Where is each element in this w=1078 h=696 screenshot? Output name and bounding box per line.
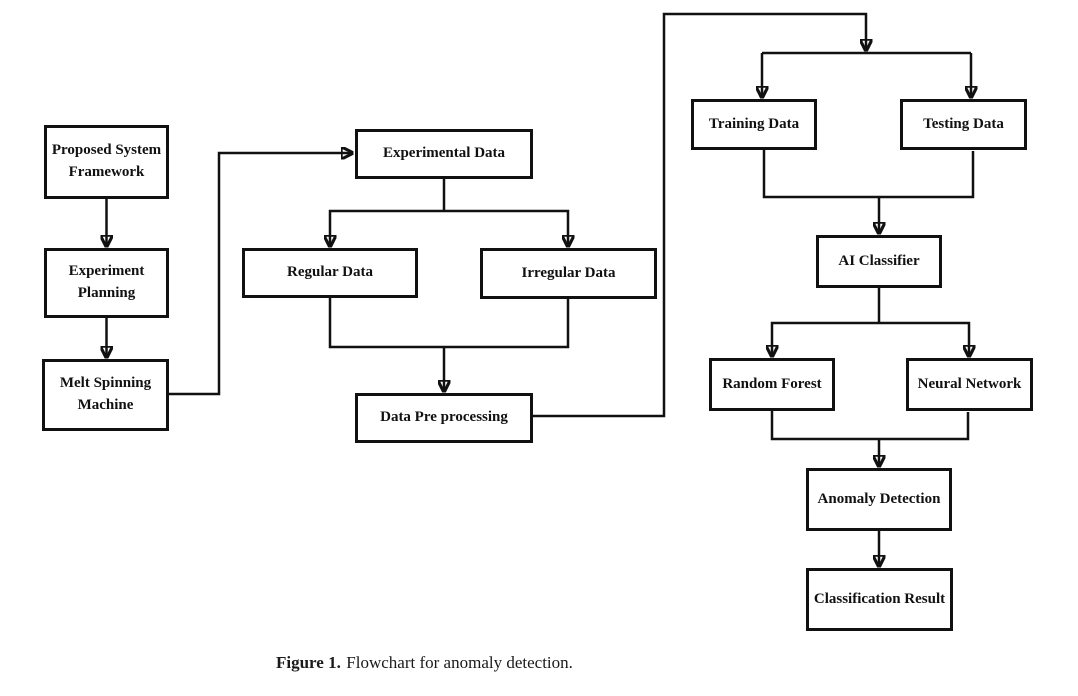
node-testing-data: Testing Data: [900, 99, 1027, 150]
node-label: Regular Data: [287, 264, 373, 281]
figure-caption: Figure 1. Flowchart for anomaly detection…: [276, 653, 573, 673]
node-anomaly-detection: Anomaly Detection: [806, 468, 952, 531]
node-neural-network: Neural Network: [906, 358, 1033, 411]
node-regular-data: Regular Data: [242, 248, 418, 298]
node-label: Neural Network: [917, 375, 1022, 392]
node-random-forest: Random Forest: [709, 358, 835, 411]
node-experiment-planning: Experiment Planning: [44, 248, 169, 318]
node-label: Irregular Data: [521, 264, 616, 281]
node-label: Melt Spinning Machine: [59, 375, 152, 413]
figure-caption-text: Flowchart for anomaly detection.: [346, 653, 573, 672]
figure-caption-label: Figure 1.: [276, 653, 341, 672]
node-label: Random Forest: [722, 375, 822, 392]
node-label: Testing Data: [923, 115, 1004, 132]
node-classification-result: Classification Result: [806, 568, 953, 631]
node-label: Experiment Planning: [68, 263, 145, 301]
node-label: Data Pre processing: [380, 409, 508, 426]
node-proposed-system-framework: Proposed System Framework: [44, 125, 169, 199]
node-melt-spinning-machine: Melt Spinning Machine: [42, 359, 169, 431]
node-experimental-data: Experimental Data: [355, 129, 533, 179]
node-irregular-data: Irregular Data: [480, 248, 657, 299]
node-label: Training Data: [708, 115, 800, 132]
node-ai-classifier: AI Classifier: [816, 235, 942, 288]
node-label: Proposed System Framework: [51, 142, 162, 180]
node-label: AI Classifier: [838, 252, 920, 269]
node-data-pre-processing: Data Pre processing: [355, 393, 533, 443]
node-training-data: Training Data: [691, 99, 817, 150]
node-label: Classification Result: [813, 590, 946, 607]
node-label: Anomaly Detection: [817, 490, 941, 507]
node-label: Experimental Data: [382, 145, 506, 162]
